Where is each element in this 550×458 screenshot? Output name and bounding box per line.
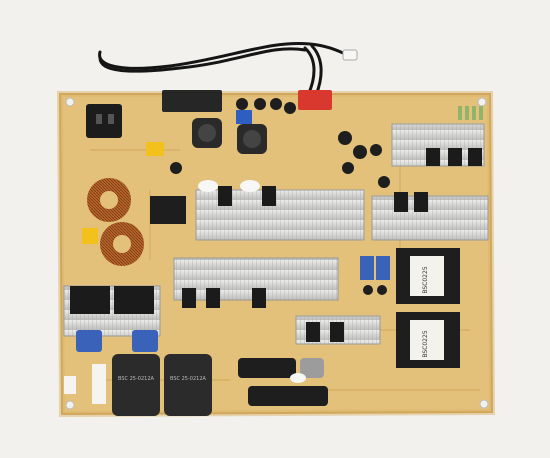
yellow-capacitor-1 xyxy=(146,142,164,156)
heatsink-right-mid xyxy=(371,195,489,241)
module-upper-label: BSC0225 xyxy=(422,266,429,293)
ribbon-cable xyxy=(98,41,352,97)
mosfet-1 xyxy=(218,186,232,206)
white-cable-tie-bottom xyxy=(290,373,306,383)
transformer-right-label: BSC 25-0212A xyxy=(170,376,206,382)
label-sticker-bottom xyxy=(92,364,106,404)
connector-top-red xyxy=(298,90,332,110)
electrolytic-capacitors-bottom xyxy=(238,358,328,406)
ac-inlet xyxy=(86,104,122,138)
mosfet-7 xyxy=(252,288,266,308)
transformer-right: BSC 25-0212A xyxy=(164,354,212,416)
connector-top-left xyxy=(162,90,222,112)
blue-capacitors-left xyxy=(76,330,158,352)
mosfet-9 xyxy=(330,322,344,342)
blue-capacitors-right xyxy=(360,256,390,295)
mosfet-4 xyxy=(414,192,428,212)
mosfet-3 xyxy=(394,192,408,212)
transformer-left: BSC 25-0212A xyxy=(112,354,160,416)
mosfet-6 xyxy=(206,288,220,308)
resistor-array xyxy=(458,106,483,120)
transformer-left-label: BSC 25-0212A xyxy=(118,376,154,382)
toroid-choke-2 xyxy=(100,222,144,266)
pcb-board xyxy=(56,91,496,418)
diode-block-1 xyxy=(70,286,110,314)
mosfet-2 xyxy=(262,186,276,206)
mosfets-top-right xyxy=(426,148,482,166)
mosfet-8 xyxy=(306,322,320,342)
transformer-lower: BSC0225 xyxy=(396,312,460,368)
label-sticker-left xyxy=(64,376,76,394)
diode-block-2 xyxy=(114,286,154,314)
capacitor-group-top xyxy=(170,98,390,188)
transformer-upper: BSC0225 xyxy=(396,248,460,304)
yellow-capacitor-2 xyxy=(82,228,98,244)
blue-capacitor-top xyxy=(236,110,252,124)
bridge-rectifier xyxy=(150,196,186,224)
white-cable-ties xyxy=(198,180,260,192)
cable-connector xyxy=(342,49,358,61)
toroid-choke-1 xyxy=(87,178,131,222)
module-lower-label: BSC0225 xyxy=(422,330,429,357)
mosfet-5 xyxy=(182,288,196,308)
